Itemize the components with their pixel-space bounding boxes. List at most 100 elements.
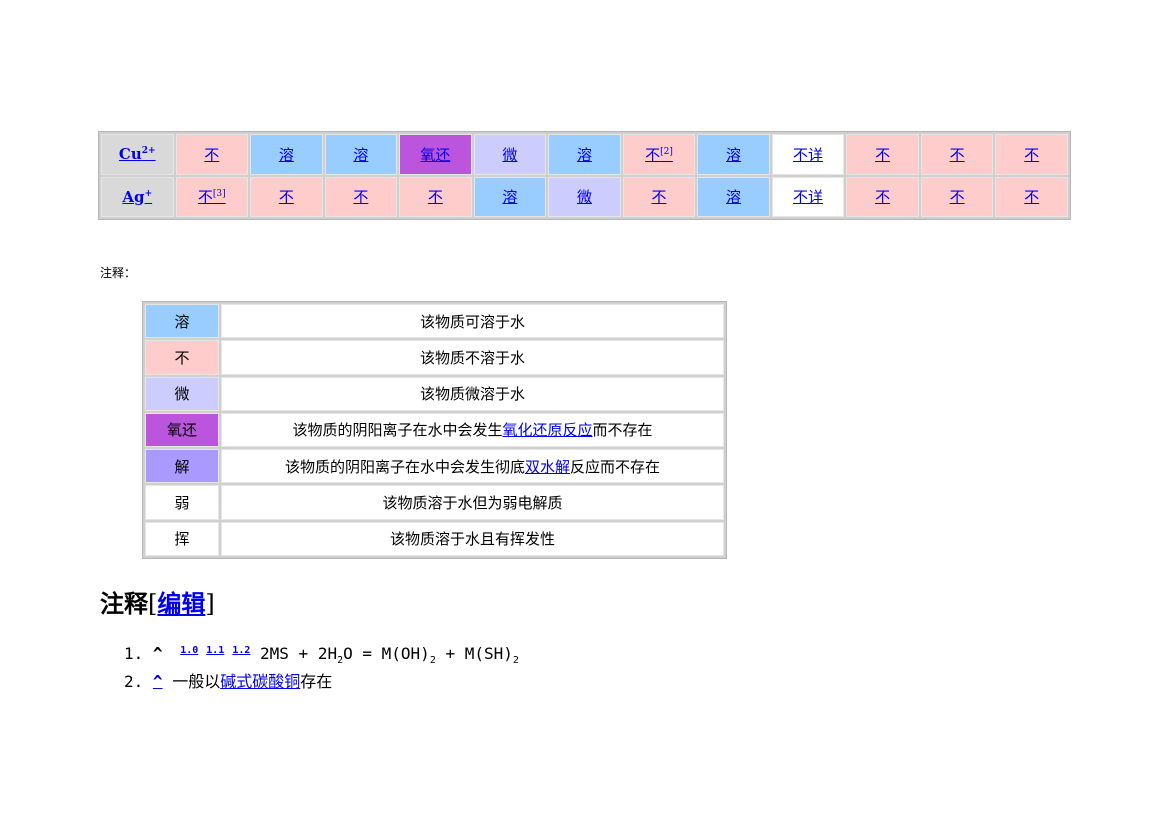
legend-key: 挥 — [145, 521, 219, 556]
solubility-link[interactable]: 不 — [875, 146, 890, 164]
solubility-value: 溶 — [726, 145, 742, 164]
legend-row: 微 该物质微溶于水 — [145, 376, 724, 411]
edit-bracket-close: ] — [205, 590, 215, 618]
solubility-link[interactable]: 不 — [950, 146, 965, 164]
legend-text: 该物质的阴阳离子在水中会发生彻底 — [284, 457, 525, 476]
legend-text: 该物质可溶于水 — [419, 312, 525, 331]
ion-link[interactable]: Ag+ — [122, 188, 152, 206]
legend-row: 挥 该物质溶于水且有挥发性 — [145, 521, 724, 556]
solubility-value: 不 — [278, 188, 294, 207]
solubility-cell: 不 — [399, 176, 472, 217]
legend-text-post: 反应而不存在 — [570, 457, 661, 476]
legend-description: 该物质不溶于水 — [221, 340, 724, 375]
solubility-cell: 溶 — [548, 134, 621, 175]
solubility-link[interactable]: 溶 — [726, 188, 741, 206]
solubility-cell: 不 — [622, 176, 696, 217]
ion-link[interactable]: Cu2+ — [119, 145, 156, 163]
legend-text: 该物质微溶于水 — [419, 385, 525, 404]
ion-cell: Cu2+ — [101, 134, 174, 175]
solubility-link[interactable]: 氧还 — [420, 146, 450, 164]
solubility-cell: 不 — [995, 134, 1068, 175]
solubility-link[interactable]: 不 — [353, 188, 368, 206]
backlink-1-2[interactable]: 1.2 — [232, 644, 251, 656]
solubility-value: 微 — [576, 188, 592, 207]
reference-number: 2. — [124, 672, 144, 692]
legend-description: 该物质的阴阳离子在水中会发生氧化还原反应而不存在 — [221, 412, 724, 448]
solubility-link[interactable]: 溶 — [726, 146, 741, 164]
footnote-ref: [3] — [212, 189, 226, 200]
solubility-link[interactable]: 微 — [502, 146, 517, 164]
edit-bracket-open: [ — [148, 590, 158, 618]
edit-link[interactable]: 编辑 — [157, 589, 206, 618]
solubility-value: 溶 — [278, 145, 294, 164]
reference-backlink[interactable]: ^ — [152, 672, 163, 692]
solubility-value: 溶 — [726, 188, 742, 207]
solubility-value: 不 — [651, 188, 667, 207]
eq-sub: 2 — [337, 655, 344, 667]
footnote-ref: [2] — [660, 146, 673, 157]
solubility-cell: 不 — [250, 176, 323, 217]
legend-description: 该物质可溶于水 — [221, 304, 724, 339]
legend-text: 该物质溶于水且有挥发性 — [389, 530, 555, 549]
legend-row: 弱该物质溶于水但为弱电解质 — [145, 485, 724, 520]
legend-description: 该物质的阴阳离子在水中会发生彻底双水解反应而不存在 — [221, 449, 724, 484]
eq-part: 2MS + 2H — [260, 644, 338, 663]
solubility-cell: 不详 — [771, 134, 845, 175]
solubility-link[interactable]: 溶 — [353, 146, 368, 164]
solubility-cell: 不[2] — [622, 134, 696, 175]
legend-link[interactable]: 双水解 — [524, 457, 570, 476]
solubility-link[interactable]: 不详 — [793, 188, 823, 206]
solubility-cell: 溶 — [473, 176, 547, 217]
legend-text: 该物质不溶于水 — [419, 348, 525, 367]
solubility-link[interactable]: 不 — [875, 188, 890, 206]
legend-key: 微 — [145, 376, 219, 411]
solubility-link[interactable]: 不 — [204, 146, 219, 164]
solubility-value: 不 — [1024, 145, 1040, 164]
solubility-link[interactable]: 不 — [428, 188, 443, 206]
solubility-link[interactable]: 溶 — [279, 146, 294, 164]
solubility-cell: 溶 — [697, 134, 770, 175]
legend-text: 该物质的阴阳离子在水中会发生 — [292, 421, 503, 440]
solubility-value: 不 — [645, 145, 661, 164]
backlink-1-1[interactable]: 1.1 — [206, 644, 225, 656]
ion-symbol: Ag — [122, 187, 145, 206]
reference-text-post: 存在 — [300, 672, 333, 692]
solubility-cell: 微 — [473, 134, 547, 175]
solubility-cell: 氧还 — [399, 134, 472, 175]
solubility-value: 不 — [427, 188, 443, 207]
solubility-link[interactable]: 溶 — [502, 188, 517, 206]
solubility-link[interactable]: 不[2] — [645, 146, 673, 164]
solubility-cell: 不 — [324, 176, 398, 217]
solubility-link[interactable]: 不 — [651, 188, 666, 206]
solubility-link[interactable]: 不 — [1024, 188, 1039, 206]
legend-key: 氧还 — [145, 412, 219, 448]
legend-description: 该物质微溶于水 — [221, 376, 724, 411]
solubility-link[interactable]: 微 — [577, 188, 592, 206]
eq-sub: 2 — [512, 655, 519, 667]
annotation-label: 注释： — [100, 266, 137, 280]
legend-key: 解 — [145, 449, 219, 484]
solubility-link[interactable]: 不详 — [793, 146, 823, 164]
legend-table: 溶该物质可溶于水不该物质不溶于水微该物质微溶于水氧还该物质的阴阳离子在水中会发生… — [142, 301, 727, 559]
solubility-value: 溶 — [502, 188, 518, 207]
legend-link[interactable]: 氧化还原反应 — [502, 421, 593, 440]
solubility-value: 不 — [204, 145, 220, 164]
eq-sub: 2 — [429, 655, 436, 667]
reference-number: 1. — [124, 644, 144, 663]
solubility-link[interactable]: 不 — [279, 188, 294, 206]
backlink-1-0[interactable]: 1.0 — [180, 644, 199, 656]
basic-copper-carbonate-link[interactable]: 碱式碳酸铜 — [220, 672, 301, 692]
reference-text-pre: 一般以 — [172, 672, 221, 692]
ion-cell: Ag+ — [101, 176, 174, 217]
solubility-link[interactable]: 不 — [950, 188, 965, 206]
legend-row: 解该物质的阴阳离子在水中会发生彻底双水解反应而不存在 — [145, 449, 724, 484]
solubility-link[interactable]: 不 — [1024, 146, 1039, 164]
solubility-cell: 不 — [846, 176, 919, 217]
solubility-link[interactable]: 不[3] — [198, 188, 226, 206]
solubility-cell: 溶 — [697, 176, 770, 217]
solubility-cell: 溶 — [324, 134, 398, 175]
solubility-link[interactable]: 溶 — [577, 146, 592, 164]
solubility-value: 不 — [1024, 188, 1040, 207]
solubility-cell: 不详 — [771, 176, 845, 217]
